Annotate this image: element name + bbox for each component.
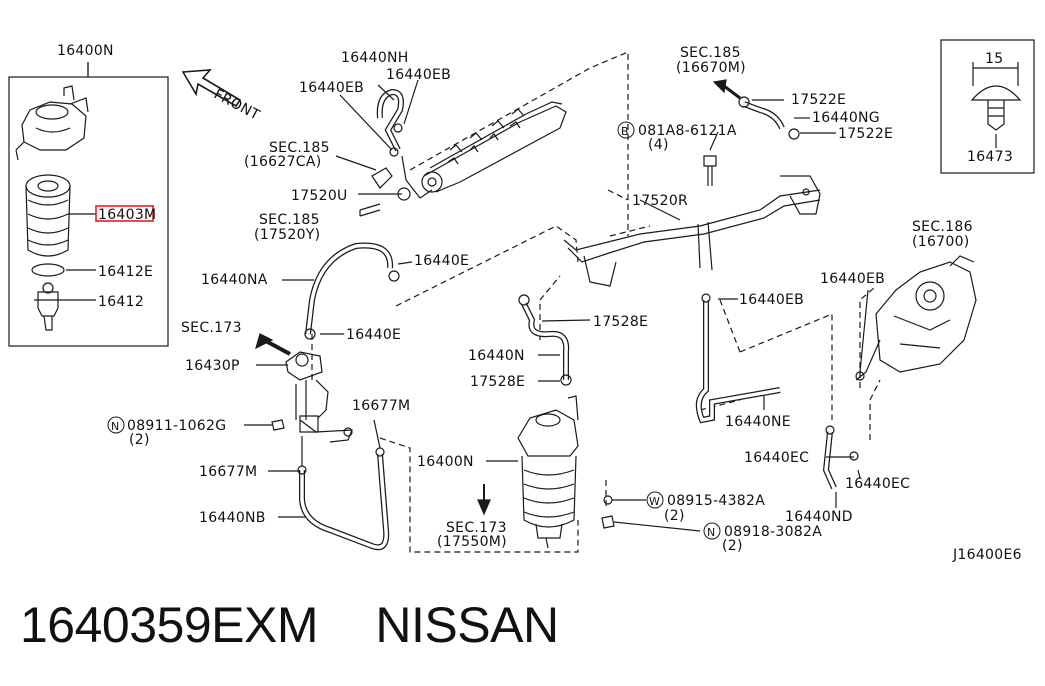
label-nut-n1-part[interactable]: 08911-1062G [127, 418, 226, 434]
footer-caption: 1640359EXM NISSAN [20, 596, 559, 654]
label-nut-n2-qty: (2) [722, 538, 743, 554]
label-hose-16677m-right[interactable]: 16677M [352, 398, 410, 414]
label-hose-nh[interactable]: 16440NH [341, 50, 409, 66]
label-clip-eb-pump[interactable]: 16440EB [820, 271, 885, 287]
label-clip-eb-right[interactable]: 16440EB [386, 67, 451, 83]
label-hose-n[interactable]: 16440N [468, 348, 525, 364]
tube-17520r-drawing [563, 175, 821, 287]
label-hose-na[interactable]: 16440NA [201, 272, 268, 288]
filter-head-drawing [15, 85, 89, 161]
footer-brand: NISSAN [375, 597, 559, 653]
label-clip-ec-right[interactable]: 16440EC [845, 476, 910, 492]
drawing-code: J16400E6 [952, 547, 1022, 563]
label-clip-dimension: 15 [985, 51, 1003, 67]
sensor-drawing [34, 282, 62, 331]
footer-part-number: 1640359EXM [20, 597, 319, 653]
label-hose-16677m-left[interactable]: 16677M [199, 464, 257, 480]
label-tube-17520r[interactable]: 17520R [632, 193, 688, 209]
label-o-ring[interactable]: 16412E [98, 264, 153, 280]
highlight-filter-element [95, 205, 154, 222]
label-sec185-c-ref: (16670M) [676, 60, 746, 76]
priming-pump-drawing [285, 351, 353, 443]
label-clip-eb-mid[interactable]: 16440EB [739, 292, 804, 308]
label-bolt-b-qty: (4) [648, 137, 669, 153]
label-clamp-17522e-b[interactable]: 17522E [838, 126, 893, 142]
label-pump-16430p[interactable]: 16430P [185, 358, 240, 374]
label-filter-16400n[interactable]: 16400N [417, 454, 474, 470]
label-sec185-a[interactable]: SEC.185 [269, 140, 330, 156]
label-hose-ng[interactable]: 16440NG [812, 110, 880, 126]
label-hose-nd[interactable]: 16440ND [785, 509, 853, 525]
clip-16473-drawing [970, 85, 1022, 131]
label-washer-w-qty: (2) [664, 508, 685, 524]
label-sec186-ref: (16700) [912, 234, 970, 250]
label-bolt-b-symbol: B [621, 125, 629, 138]
label-hose-nb[interactable]: 16440NB [199, 510, 266, 526]
label-sec186[interactable]: SEC.186 [912, 219, 973, 235]
label-filter-element[interactable]: 16403M [98, 207, 156, 223]
label-clip-e-upper[interactable]: 16440E [414, 253, 469, 269]
label-front: FRONT [211, 86, 262, 123]
label-sec185-b-ref: (17520Y) [254, 227, 320, 243]
label-washer-w-symbol: W [649, 495, 660, 508]
hose-na-drawing [305, 242, 394, 335]
label-clamp-17522e-a[interactable]: 17522E [791, 92, 846, 108]
hose-nb-drawing [299, 453, 390, 551]
nut-n2-circle [703, 522, 721, 540]
clip-detail-box [940, 39, 1035, 174]
label-hose-ne[interactable]: 16440NE [725, 414, 791, 430]
label-clip-ec-left[interactable]: 16440EC [744, 450, 809, 466]
label-sec173-a[interactable]: SEC.173 [181, 320, 242, 336]
fuel-rail-drawing [421, 101, 567, 193]
injection-pump-drawing [855, 255, 977, 381]
bolt-b-circle [617, 121, 635, 139]
label-washer-w-part[interactable]: 08915-4382A [667, 493, 765, 509]
filter-element-drawing [25, 174, 71, 257]
label-sec185-b[interactable]: SEC.185 [259, 212, 320, 228]
label-box-title: 16400N [57, 43, 114, 59]
label-clip-eb-left[interactable]: 16440EB [299, 80, 364, 96]
label-nut-n2-part[interactable]: 08918-3082A [724, 524, 822, 540]
label-clip-16473[interactable]: 16473 [967, 149, 1013, 165]
dashed-reference-lines [311, 51, 881, 553]
o-ring-drawing [31, 263, 65, 277]
main-filter-drawing [517, 395, 579, 549]
label-sec173-b-ref: (17550M) [437, 534, 507, 550]
label-clip-e-lower[interactable]: 16440E [346, 327, 401, 343]
front-arrow [181, 69, 242, 108]
nut-n1-circle [107, 416, 125, 434]
label-bolt-b-part[interactable]: 081A8-6121A [638, 123, 737, 139]
label-clamp-17528e-b[interactable]: 17528E [470, 374, 525, 390]
label-nut-n1-qty: (2) [129, 432, 150, 448]
bolt-b-drawing [703, 155, 717, 186]
label-sec185-c[interactable]: SEC.185 [680, 45, 741, 61]
washer-w-circle [646, 491, 664, 509]
label-clamp-17528e-a[interactable]: 17528E [593, 314, 648, 330]
label-sensor[interactable]: 16412 [98, 294, 144, 310]
label-nut-n1-symbol: N [111, 420, 120, 433]
label-nut-n2-symbol: N [707, 526, 716, 539]
label-bolt-17520u[interactable]: 17520U [291, 188, 348, 204]
label-sec173-b[interactable]: SEC.173 [446, 520, 507, 536]
label-sec185-a-ref: (16627CA) [244, 154, 322, 170]
